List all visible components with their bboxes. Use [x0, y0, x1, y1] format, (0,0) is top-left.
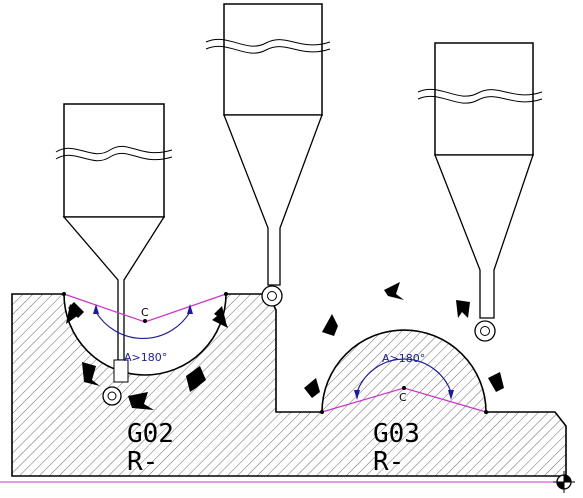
direction-arrow-icon — [186, 366, 206, 392]
direction-arrow-icon — [322, 314, 338, 336]
cutting-tool-icon — [434, 42, 534, 156]
direction-arrow-icon — [68, 302, 84, 318]
left-tool — [55, 103, 173, 406]
ball-tip-icon — [102, 386, 122, 406]
left-annotation: C A>180° G02 R- — [62, 292, 228, 477]
right-tool — [417, 42, 543, 342]
cutting-tool-icon — [63, 103, 165, 218]
radius-label: R- — [127, 447, 158, 477]
ball-tip-icon — [261, 285, 283, 307]
direction-arrow-icon — [456, 300, 470, 318]
direction-arrows — [66, 282, 504, 410]
center-label: C — [399, 391, 407, 404]
direction-arrow-icon — [82, 362, 100, 386]
direction-arrow-icon — [212, 312, 228, 328]
cutting-tool-icon — [223, 3, 323, 116]
direction-arrow-icon — [384, 282, 404, 300]
direction-arrow-icon — [128, 392, 154, 410]
angle-label: A>180° — [124, 351, 167, 364]
angle-label: A>180° — [382, 352, 425, 365]
center-label: C — [141, 306, 149, 319]
radius-label: R- — [373, 447, 404, 477]
code-label: G03 — [373, 419, 420, 449]
angle-arc — [356, 358, 452, 393]
direction-arrow-icon — [488, 372, 504, 392]
angle-arc — [95, 311, 191, 339]
code-label: G02 — [127, 419, 174, 449]
origin-symbol-icon — [553, 471, 575, 493]
direction-arrow-icon — [304, 378, 320, 398]
ball-tip-icon — [474, 320, 496, 342]
direction-arrow-icon — [214, 306, 226, 322]
middle-tool — [205, 3, 331, 307]
right-annotation: C A>180° G03 R- — [320, 352, 488, 477]
